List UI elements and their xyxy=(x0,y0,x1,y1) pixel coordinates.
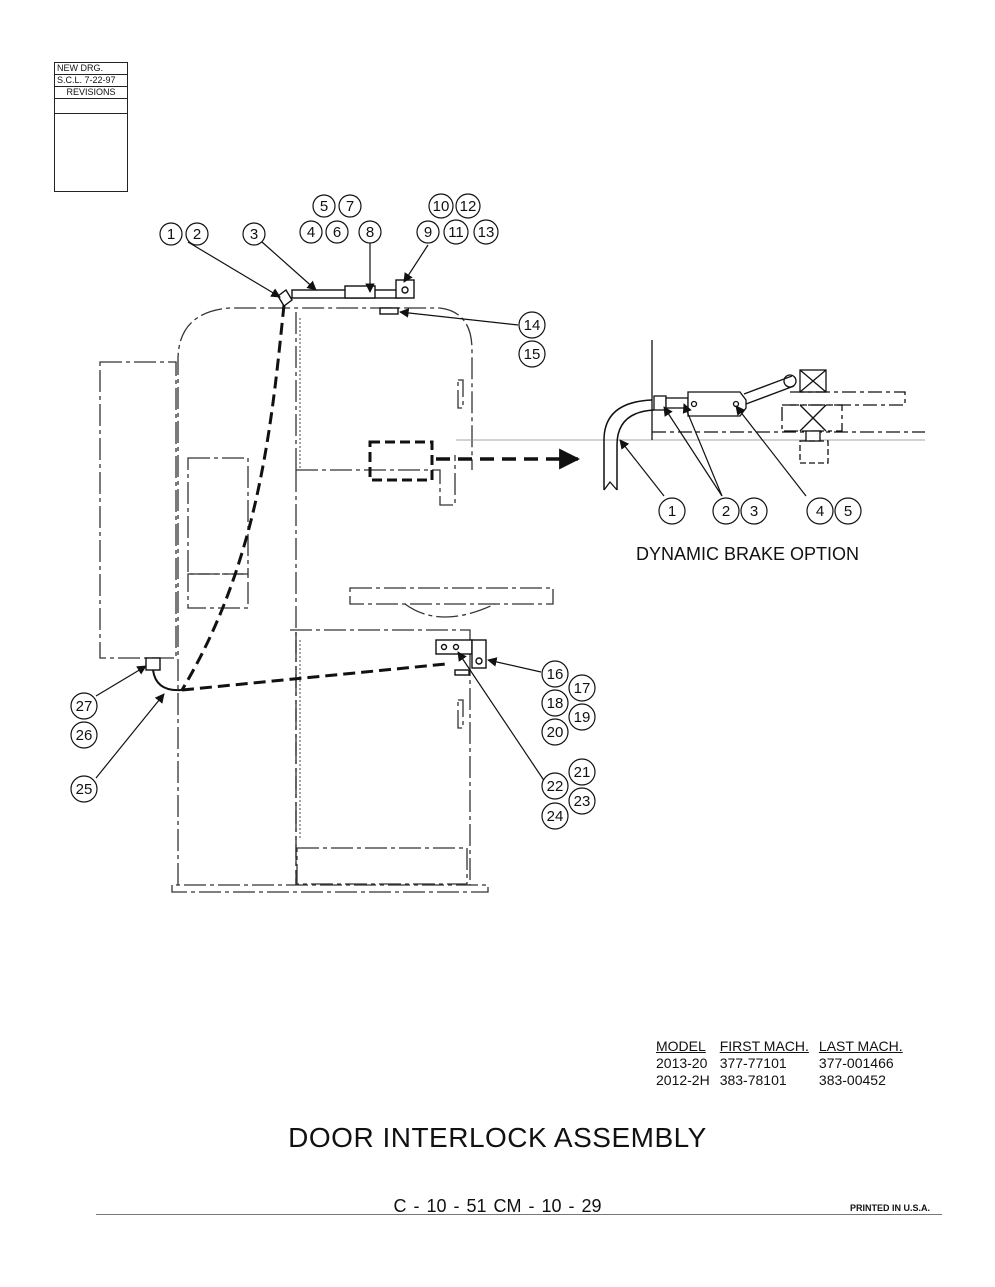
balloon-18: 18 xyxy=(541,689,569,717)
revision-empty-row xyxy=(55,99,127,114)
revisions-heading: REVISIONS xyxy=(55,87,127,99)
lower-switch-assembly xyxy=(435,639,487,676)
interlock-cables xyxy=(152,304,447,692)
svg-text:8: 8 xyxy=(366,224,374,241)
detail-balloon-3: 3 xyxy=(740,497,768,525)
item-balloons: 1 2 3 5 7 4 6 8 10 12 9 11 13 14 15 16 1… xyxy=(70,193,862,830)
balloon-7: 7 xyxy=(338,194,362,218)
balloon-15: 15 xyxy=(518,340,546,368)
balloon-12: 12 xyxy=(455,193,481,219)
cell-last-mach: 383-00452 xyxy=(818,1072,886,1088)
model-table-header: MODEL FIRST MACH. LAST MACH. xyxy=(652,1038,909,1055)
cell-last-mach: 377-001466 xyxy=(818,1055,894,1071)
balloon-5: 5 xyxy=(312,194,336,218)
brake-location xyxy=(368,439,925,482)
balloon-24: 24 xyxy=(541,802,569,830)
svg-text:4: 4 xyxy=(307,224,315,241)
cell-first-mach: 377-77101 xyxy=(719,1055,787,1071)
svg-text:25: 25 xyxy=(76,781,93,798)
svg-text:10: 10 xyxy=(433,198,450,215)
revision-block: NEW DRG. S.C.L. 7-22-97 REVISIONS xyxy=(54,62,128,192)
page-title: DOOR INTERLOCK ASSEMBLY xyxy=(288,1122,707,1153)
balloon-4: 4 xyxy=(299,220,323,244)
svg-text:12: 12 xyxy=(460,198,477,215)
leader-lines xyxy=(95,241,807,783)
balloon-22: 22 xyxy=(541,772,569,800)
cell-model: 2012-2H xyxy=(656,1072,710,1088)
balloon-3: 3 xyxy=(242,222,266,246)
machine-outline xyxy=(99,307,554,893)
detail-balloon-1: 1 xyxy=(658,497,686,525)
balloon-13: 13 xyxy=(473,219,499,245)
svg-text:17: 17 xyxy=(574,680,591,697)
upper-switch-assembly xyxy=(277,279,415,315)
svg-text:13: 13 xyxy=(478,224,495,241)
header-model: MODEL xyxy=(656,1038,706,1054)
detail-balloon-4: 4 xyxy=(806,497,834,525)
svg-text:3: 3 xyxy=(250,226,258,243)
dynamic-brake-option-label: DYNAMIC BRAKE OPTION xyxy=(636,544,860,564)
balloon-16: 16 xyxy=(541,660,569,688)
svg-text:6: 6 xyxy=(333,224,341,241)
footer-divider xyxy=(96,1214,942,1215)
table-row: 2012-2H 383-78101 383-00452 xyxy=(652,1072,909,1089)
balloon-17: 17 xyxy=(568,674,596,702)
svg-text:9: 9 xyxy=(424,224,432,241)
svg-text:23: 23 xyxy=(574,793,591,810)
balloon-25: 25 xyxy=(70,775,98,803)
revision-scl-date: S.C.L. 7-22-97 xyxy=(55,75,127,87)
svg-text:19: 19 xyxy=(574,709,591,726)
svg-text:20: 20 xyxy=(547,724,564,741)
balloon-21: 21 xyxy=(568,758,596,786)
svg-text:3: 3 xyxy=(750,503,758,520)
balloon-11: 11 xyxy=(443,219,469,245)
svg-text:21: 21 xyxy=(574,764,591,781)
svg-text:24: 24 xyxy=(547,808,564,825)
svg-text:14: 14 xyxy=(524,317,541,334)
cell-model: 2013-20 xyxy=(656,1055,708,1071)
svg-text:22: 22 xyxy=(547,778,564,795)
header-first-mach: FIRST MACH. xyxy=(719,1038,809,1054)
junction-box xyxy=(145,657,161,671)
svg-text:1: 1 xyxy=(668,503,676,520)
svg-text:18: 18 xyxy=(547,695,564,712)
header-last-mach: LAST MACH. xyxy=(818,1038,903,1054)
dynamic-brake-detail xyxy=(603,340,925,491)
svg-text:5: 5 xyxy=(844,503,852,520)
svg-text:1: 1 xyxy=(167,226,175,243)
balloon-23: 23 xyxy=(568,787,596,815)
svg-text:11: 11 xyxy=(448,224,464,241)
balloon-10: 10 xyxy=(428,193,454,219)
detail-balloon-2: 2 xyxy=(712,497,740,525)
balloon-26: 26 xyxy=(70,721,98,749)
revision-new-drg: NEW DRG. xyxy=(55,63,127,75)
table-row: 2013-20 377-77101 377-001466 xyxy=(652,1055,909,1072)
balloon-9: 9 xyxy=(416,220,440,244)
svg-text:16: 16 xyxy=(547,666,564,683)
balloon-1: 1 xyxy=(159,222,183,246)
svg-text:7: 7 xyxy=(346,198,354,215)
cell-first-mach: 383-78101 xyxy=(719,1072,787,1088)
balloon-20: 20 xyxy=(541,718,569,746)
printed-in-usa: PRINTED IN U.S.A. xyxy=(850,1203,931,1213)
balloon-8: 8 xyxy=(358,220,382,244)
svg-text:5: 5 xyxy=(320,198,328,215)
drawing-codes: C - 10 - 51 CM - 10 - 29 xyxy=(393,1196,602,1216)
svg-text:4: 4 xyxy=(816,503,824,520)
balloon-19: 19 xyxy=(568,703,596,731)
model-table: MODEL FIRST MACH. LAST MACH. 2013-20 377… xyxy=(652,1038,909,1089)
balloon-14: 14 xyxy=(518,311,546,339)
balloon-6: 6 xyxy=(325,220,349,244)
svg-text:27: 27 xyxy=(76,698,93,715)
balloon-2: 2 xyxy=(185,222,209,246)
svg-text:2: 2 xyxy=(193,226,201,243)
svg-text:2: 2 xyxy=(722,503,730,520)
detail-balloon-5: 5 xyxy=(834,497,862,525)
balloon-27: 27 xyxy=(70,692,98,720)
svg-text:15: 15 xyxy=(524,346,541,363)
svg-text:26: 26 xyxy=(76,727,93,744)
